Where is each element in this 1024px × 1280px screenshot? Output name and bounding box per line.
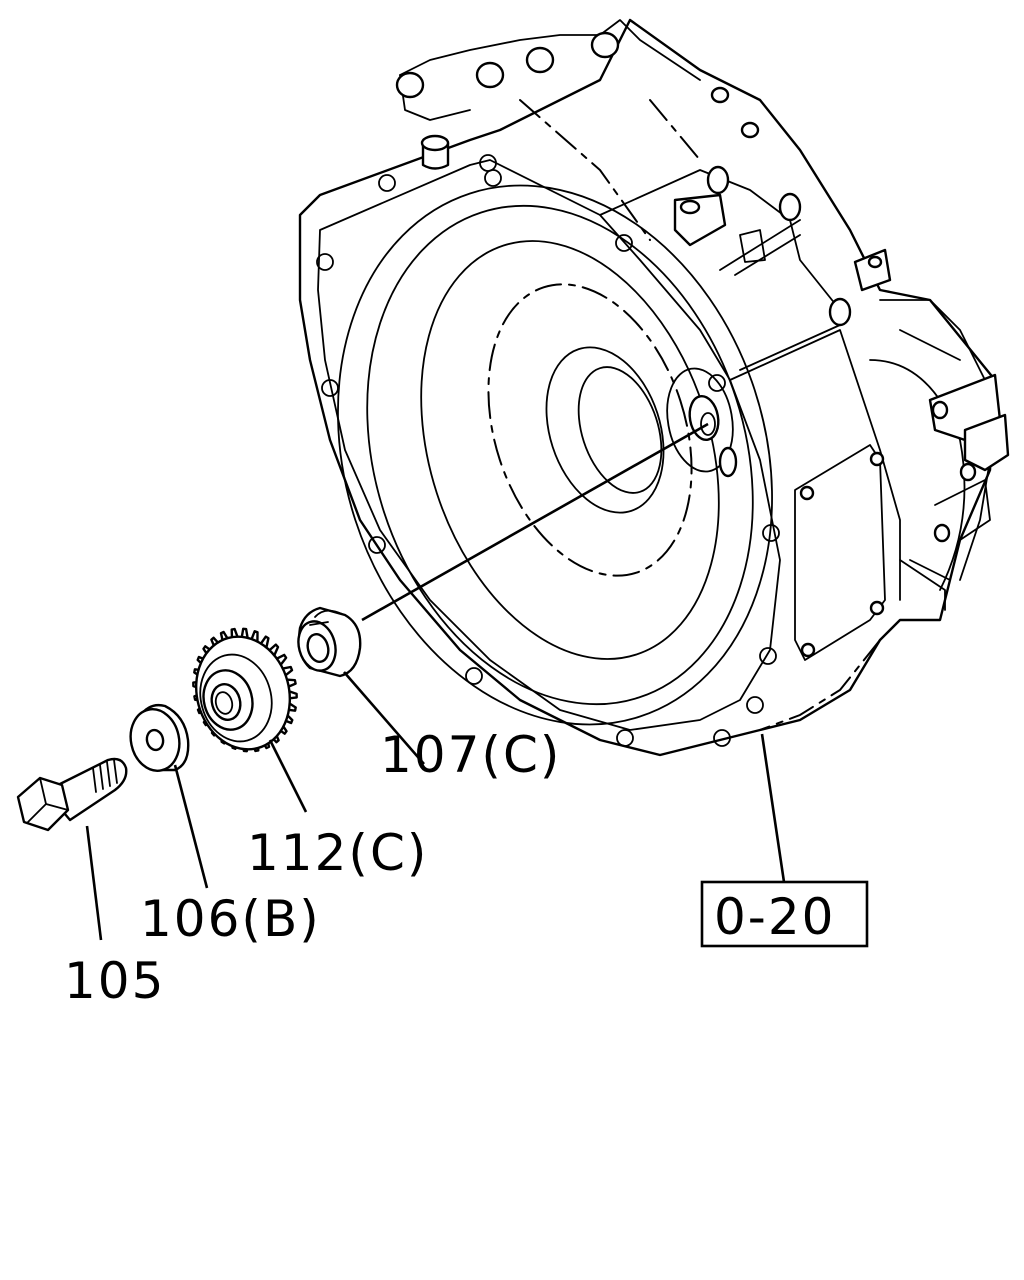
part-106-washer	[129, 703, 190, 772]
callout-112c: 112(C)	[247, 824, 428, 882]
leader-lines	[85, 671, 786, 941]
flange-bolt-holes	[316, 154, 780, 747]
transmission-housing	[298, 18, 1010, 757]
part-105-bolt	[16, 757, 128, 832]
callout-105: 105	[64, 952, 165, 1010]
callout-107c: 107(C)	[380, 726, 561, 784]
part-112-idler-gear	[192, 627, 298, 753]
shaft-axis-line	[361, 422, 709, 622]
part-107-bushing	[297, 606, 362, 678]
reference-label: 0-20	[714, 888, 835, 946]
callout-106b: 106(B)	[140, 890, 321, 948]
reference-box: 0-20	[700, 880, 869, 948]
